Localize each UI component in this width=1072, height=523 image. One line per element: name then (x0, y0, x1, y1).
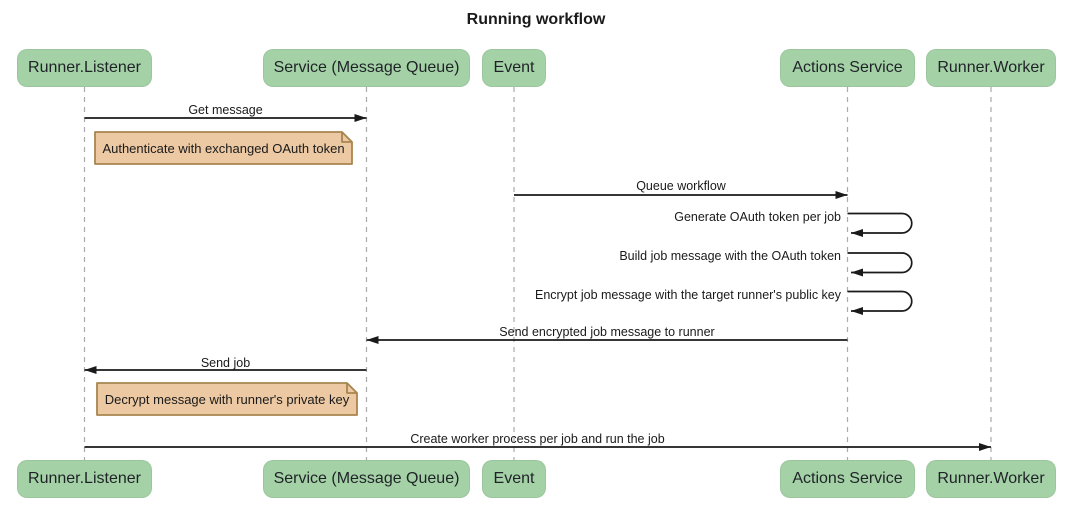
message-label-send-encrypted-job-message: Send encrypted job message to runner (499, 325, 715, 339)
self-loop-generate-oauth-token (847, 212, 913, 237)
diagram-title: Running workflow (466, 11, 606, 28)
self-loop-encrypt-job-message (847, 290, 913, 315)
participant-top-actions-service: Actions Service (780, 49, 915, 87)
message-label-queue-workflow: Queue workflow (636, 179, 726, 193)
participant-bottom-runner-worker: Runner.Worker (926, 460, 1056, 498)
self-loop-build-job-message (847, 252, 913, 277)
participant-top-runner-worker: Runner.Worker (926, 49, 1056, 87)
participant-label: Event (493, 59, 535, 76)
message-label-send-job: Send job (200, 356, 251, 370)
participant-bottom-service-message-queue: Service (Message Queue) (263, 460, 470, 498)
participant-bottom-runner-listener: Runner.Listener (17, 460, 152, 498)
message-label-encrypt-job-message: Encrypt job message with the target runn… (534, 288, 841, 302)
participant-bottom-event: Event (482, 460, 546, 498)
note-decrypt-text: Decrypt message with runner's private ke… (104, 391, 350, 407)
participant-label: Runner.Listener (28, 470, 141, 487)
participant-top-service-message-queue: Service (Message Queue) (263, 49, 470, 87)
participant-label: Runner.Worker (937, 59, 1045, 76)
participant-top-runner-listener: Runner.Listener (17, 49, 152, 87)
message-label-get-message: Get message (188, 103, 263, 117)
note-authenticate-shape (94, 131, 353, 165)
participant-label: Actions Service (792, 470, 903, 487)
participant-label: Service (Message Queue) (273, 59, 460, 76)
message-label-generate-oauth-token: Generate OAuth token per job (674, 210, 841, 224)
participant-bottom-actions-service: Actions Service (780, 460, 915, 498)
note-authenticate-text: Authenticate with exchanged OAuth token (102, 140, 345, 156)
message-label-build-job-message: Build job message with the OAuth token (619, 249, 841, 263)
note-authenticate-fold-icon (341, 132, 352, 143)
message-label-create-worker-process: Create worker process per job and run th… (410, 432, 665, 446)
note-decrypt-fold-icon (346, 383, 357, 394)
participant-label: Actions Service (792, 59, 903, 76)
note-decrypt-shape (96, 382, 358, 416)
participant-label: Service (Message Queue) (273, 470, 460, 487)
participant-label: Runner.Listener (28, 59, 141, 76)
participant-top-event: Event (482, 49, 546, 87)
participant-label: Event (493, 470, 535, 487)
participant-label: Runner.Worker (937, 470, 1045, 487)
